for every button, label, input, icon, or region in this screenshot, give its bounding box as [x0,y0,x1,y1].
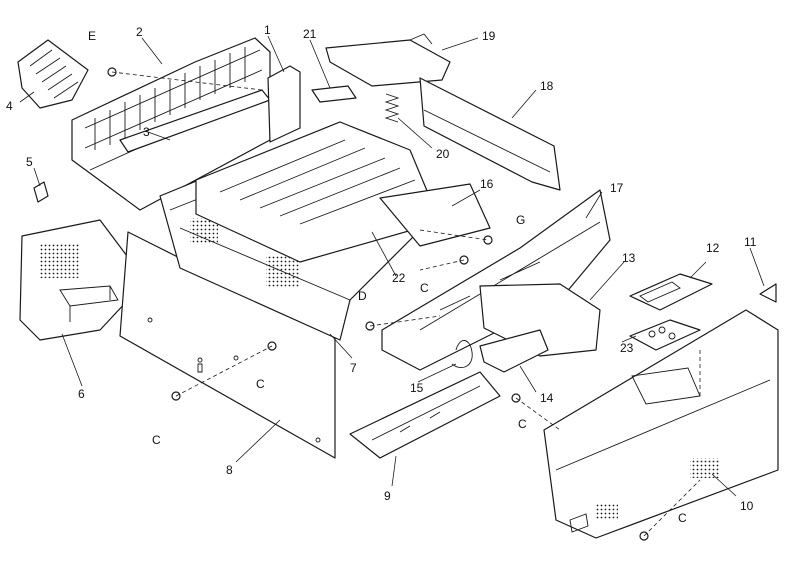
callout-6: 6 [78,387,85,401]
callout-c-bottom: C [678,511,687,525]
callout-12: 12 [706,241,720,255]
callout-c-mid: C [518,417,527,431]
callout-11: 11 [744,235,757,249]
part-11-tab [759,283,777,303]
part-20-spring [384,93,400,123]
callout-15: 15 [410,381,424,395]
callout-labels: 4 E 2 3 1 21 19 18 5 20 16 17 G 11 12 13… [6,23,757,525]
callout-10: 10 [740,499,754,513]
callout-7: 7 [350,361,357,375]
callout-9: 9 [384,489,391,503]
callout-22: 22 [392,271,406,285]
part-17-front-frame [381,189,611,371]
callout-21: 21 [303,27,317,41]
callout-c-panel: C [256,377,265,391]
part-5-clip [33,181,49,203]
callout-17: 17 [610,181,624,195]
callout-d: D [358,289,367,303]
part-1-post [267,65,301,143]
callout-16: 16 [480,177,494,191]
part-9-lower-bar [349,371,501,459]
alignment-lines [111,71,701,537]
callout-18: 18 [540,79,554,93]
callout-c-left: C [152,433,161,447]
part-18-rail [419,77,561,191]
part-6-side-frame [19,219,131,341]
callout-2: 2 [136,25,143,39]
part-19-output-tray [325,33,451,87]
callout-14: 14 [540,391,554,405]
part-15-cable [451,340,473,368]
callout-5: 5 [26,155,33,169]
part-4-bracket [17,39,89,109]
callout-3: 3 [143,125,150,139]
callout-g: G [516,213,525,227]
part-16-guide [379,183,491,247]
callout-20: 20 [436,147,450,161]
part-12-control-panel [629,273,713,311]
callout-1: 1 [264,23,271,37]
callout-19: 19 [482,29,496,43]
callout-4: 4 [6,99,13,113]
callout-8: 8 [226,463,233,477]
callout-c-upper: C [420,281,429,295]
part-21-plate [311,85,357,103]
part-23-panel-sheet [629,319,701,351]
callout-23: 23 [620,341,634,355]
callout-13: 13 [622,251,636,265]
leader-lines [19,35,765,497]
callout-e: E [88,29,96,43]
part-14-plate [479,329,549,373]
screw-g [483,235,493,245]
